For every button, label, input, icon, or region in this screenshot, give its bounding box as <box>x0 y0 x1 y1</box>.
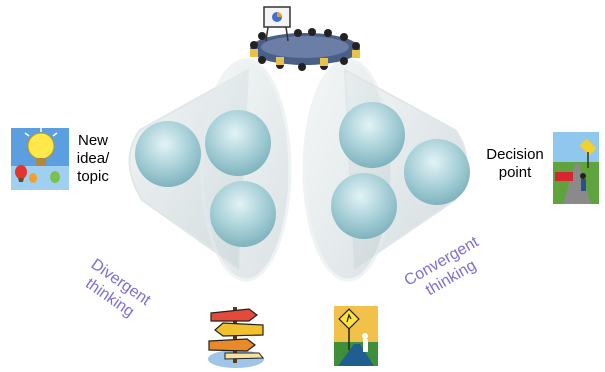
convergent-funnel <box>302 58 470 282</box>
idea-sphere <box>339 102 405 168</box>
idea-sphere <box>210 181 276 247</box>
idea-sphere <box>404 139 470 205</box>
crossroads-signpost-icon <box>208 307 265 368</box>
new-idea-label: New idea/ topic <box>70 132 116 186</box>
decision-road-icon <box>553 132 599 204</box>
decision-point-label: Decision point <box>476 146 554 182</box>
divergent-funnel <box>128 58 292 282</box>
decision-point-line: Decision <box>486 146 544 163</box>
new-idea-line: idea/ <box>76 150 110 167</box>
new-idea-line: topic <box>77 168 109 185</box>
road-sign-traveler-icon <box>334 306 378 366</box>
decision-point-line: point <box>498 164 532 181</box>
idea-sphere <box>331 173 397 239</box>
lightbulb-balloons-icon <box>11 128 69 190</box>
team-meeting-icon <box>250 6 360 71</box>
idea-sphere <box>205 110 271 176</box>
new-idea-line: New <box>77 132 108 149</box>
idea-sphere <box>135 121 201 187</box>
